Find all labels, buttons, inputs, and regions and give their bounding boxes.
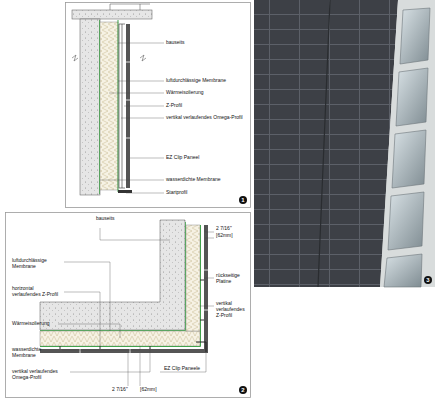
part-label: Z-Profil — [166, 103, 182, 109]
part-label: Startprofil — [166, 190, 187, 196]
part-label: bauseits — [166, 40, 185, 46]
part-label: vertikal verlaufendes Z-Profil — [216, 301, 248, 318]
part-label: vertikal verlaufendes Omega-Profil — [166, 115, 243, 121]
part-label: wasserdichte Membrane — [12, 347, 60, 359]
callout-number: 3 — [424, 276, 432, 284]
callout-number: 1 — [239, 196, 247, 204]
part-label: [62mm] — [216, 233, 233, 239]
part-label: 2 7/16" — [216, 226, 232, 232]
part-label: wasserdichte Membrane — [166, 177, 220, 183]
part-label: horizontal verlaufendes Z-Profil — [12, 286, 62, 298]
part-label: bauseits — [96, 216, 115, 222]
part-label: 2 7/16" — [112, 387, 128, 393]
part-label: Wärmeisolierung — [166, 90, 204, 96]
part-label: vertikal verlaufendes Omega-Profil — [12, 369, 68, 381]
part-label: Wärmeisolierung — [12, 321, 50, 327]
part-label: EZ Clip Paneel — [166, 155, 199, 161]
part-label: luftdurchlässige Membrane — [166, 78, 226, 84]
callout-number: 2 — [239, 386, 247, 394]
part-label: luftdurchlässige Membrane — [12, 258, 62, 270]
part-label: rückseitige Platine — [216, 273, 248, 285]
part-label: [62mm] — [140, 387, 157, 393]
part-label: EZ Clip Paneele — [164, 366, 200, 372]
